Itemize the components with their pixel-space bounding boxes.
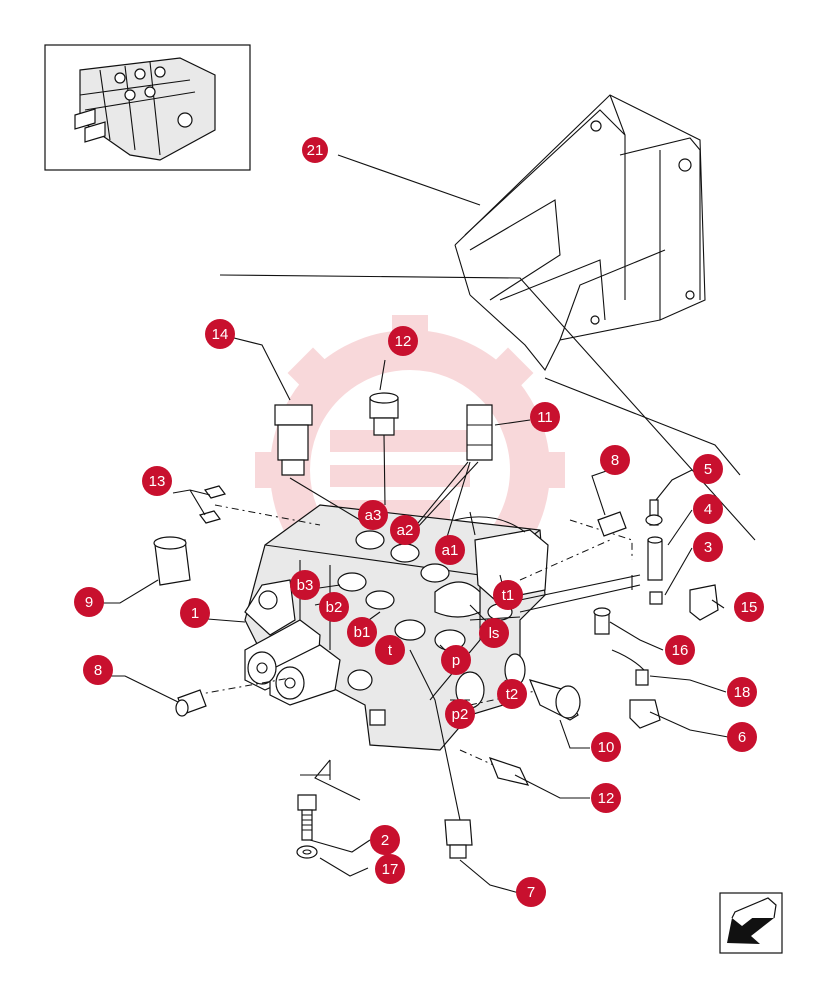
svg-text:4: 4 xyxy=(704,501,712,518)
callout-3[interactable]: 3 xyxy=(693,532,723,562)
port-label-p[interactable]: p xyxy=(441,645,471,675)
callout-17[interactable]: 17 xyxy=(375,854,405,884)
svg-text:a3: a3 xyxy=(365,507,382,524)
svg-text:b1: b1 xyxy=(354,624,371,641)
solenoid xyxy=(454,511,549,601)
valve-block xyxy=(244,504,549,751)
leader-line xyxy=(337,154,481,206)
back-arrow-icon[interactable] xyxy=(719,892,783,954)
svg-text:8: 8 xyxy=(94,662,102,679)
port-label-b1[interactable]: b1 xyxy=(347,617,377,647)
spool-caps xyxy=(244,619,341,706)
svg-text:16: 16 xyxy=(672,642,689,659)
svg-text:t1: t1 xyxy=(502,587,515,604)
svg-text:9: 9 xyxy=(85,594,93,611)
callout-1[interactable]: 1 xyxy=(180,598,210,628)
svg-text:3: 3 xyxy=(704,539,712,556)
svg-text:b3: b3 xyxy=(297,577,314,594)
svg-text:b2: b2 xyxy=(326,599,343,616)
svg-text:10: 10 xyxy=(598,739,615,756)
port-label-t2[interactable]: t2 xyxy=(497,679,527,709)
svg-text:6: 6 xyxy=(738,729,746,746)
svg-text:ls: ls xyxy=(489,625,500,642)
port-label-b3[interactable]: b3 xyxy=(290,570,320,600)
callout-7[interactable]: 7 xyxy=(516,877,546,907)
callout-14[interactable]: 14 xyxy=(205,319,235,349)
callout-8[interactable]: 8 xyxy=(83,655,113,685)
port-label-a3[interactable]: a3 xyxy=(358,500,388,530)
svg-text:a1: a1 xyxy=(442,542,459,559)
port-label-a1[interactable]: a1 xyxy=(435,535,465,565)
svg-text:21: 21 xyxy=(307,142,324,159)
callout-12[interactable]: 12 xyxy=(388,326,418,356)
fittings xyxy=(153,392,719,859)
svg-text:7: 7 xyxy=(527,884,535,901)
port-label-p2[interactable]: p2 xyxy=(445,699,475,729)
svg-text:p: p xyxy=(452,652,460,669)
assembly-lines xyxy=(194,504,641,769)
loader-frame xyxy=(454,94,706,372)
callout-13[interactable]: 13 xyxy=(142,466,172,496)
svg-text:2: 2 xyxy=(381,832,389,849)
callout-21[interactable]: 21 xyxy=(302,137,328,163)
svg-text:8: 8 xyxy=(611,452,619,469)
frame-link-line xyxy=(219,274,756,541)
port-label-a2[interactable]: a2 xyxy=(390,515,420,545)
callout-2[interactable]: 2 xyxy=(370,825,400,855)
callout-11[interactable]: 11 xyxy=(530,402,560,432)
svg-text:17: 17 xyxy=(382,861,399,878)
port-label-t1[interactable]: t1 xyxy=(493,580,523,610)
svg-text:15: 15 xyxy=(741,599,758,616)
callout-10[interactable]: 10 xyxy=(591,732,621,762)
svg-text:13: 13 xyxy=(149,473,166,490)
valve-assembly-thumbnail-icon xyxy=(44,44,251,171)
svg-text:1: 1 xyxy=(191,605,199,622)
svg-text:t2: t2 xyxy=(506,686,519,703)
svg-text:p2: p2 xyxy=(452,706,469,723)
port-label-b2[interactable]: b2 xyxy=(319,592,349,622)
callout-8[interactable]: 8 xyxy=(600,445,630,475)
svg-text:12: 12 xyxy=(395,333,412,350)
svg-text:t: t xyxy=(388,642,393,659)
callout-9[interactable]: 9 xyxy=(74,587,104,617)
svg-text:11: 11 xyxy=(537,409,553,426)
frame-link-line xyxy=(544,377,741,476)
port-label-ls[interactable]: ls xyxy=(479,618,509,648)
callout-12[interactable]: 12 xyxy=(591,783,621,813)
callout-15[interactable]: 15 xyxy=(734,592,764,622)
port-openings xyxy=(337,530,526,726)
callout-18[interactable]: 18 xyxy=(727,677,757,707)
callout-4[interactable]: 4 xyxy=(693,494,723,524)
callout-5[interactable]: 5 xyxy=(693,454,723,484)
svg-text:5: 5 xyxy=(704,461,712,478)
svg-text:12: 12 xyxy=(598,790,615,807)
callout-16[interactable]: 16 xyxy=(665,635,695,665)
svg-text:14: 14 xyxy=(212,326,229,343)
svg-text:a2: a2 xyxy=(397,522,414,539)
svg-text:18: 18 xyxy=(734,684,751,701)
callout-6[interactable]: 6 xyxy=(727,722,757,752)
port-label-t[interactable]: t xyxy=(375,635,405,665)
